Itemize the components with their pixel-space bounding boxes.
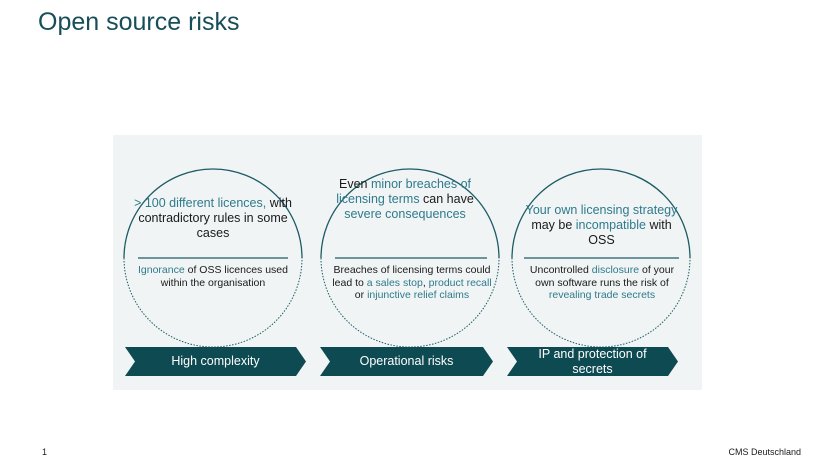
risks-panel: > 100 different licences, with contradic… [113, 135, 702, 390]
footer-text: CMS Deutschland [728, 447, 801, 457]
circle-3-bottom [511, 257, 691, 348]
circle-2-bottom [320, 257, 500, 348]
chevron-operational-risks: Operational risks [320, 347, 493, 376]
circle-1-bottom [123, 257, 303, 348]
col1-headline: > 100 different licences, with contradic… [133, 196, 293, 241]
highlighted-text: a sales stop [366, 276, 423, 289]
col2-headline: Even minor breaches of licensing terms c… [330, 177, 480, 222]
text-segment: of OSS licences used within the organisa… [160, 264, 288, 289]
text-segment: with OSS [588, 218, 672, 247]
circle-1-top [123, 168, 303, 259]
highlighted-text: product recall [428, 276, 492, 289]
text-segment: Breaches of licensing terms could lead t… [332, 264, 491, 289]
highlighted-text: Your own licensing strategy [525, 203, 678, 217]
text-segment: of your own software runs the risk of [535, 264, 675, 289]
text-segment: or [354, 289, 368, 301]
col3-detail: Uncontrolled disclosure of your own soft… [519, 264, 685, 302]
page-number: 1 [42, 447, 48, 457]
circle-2-top [320, 168, 500, 259]
text-segment: with contradictory rules in some cases [138, 196, 292, 240]
highlighted-text: Ignorance [137, 264, 185, 276]
highlighted-text: > 100 different licences, [134, 196, 267, 210]
text-segment: Even [338, 177, 371, 191]
circles-graphic [123, 168, 691, 348]
col2-detail: Breaches of licensing terms could lead t… [332, 264, 492, 302]
text-segment: can have [419, 192, 474, 206]
text-segment: , [422, 276, 429, 289]
chevron-high-complexity: High complexity [125, 347, 306, 376]
highlighted-text: revealing trade secrets [548, 289, 656, 301]
highlighted-text: severe consequences [344, 207, 466, 221]
highlighted-text: disclosure [591, 264, 640, 276]
highlighted-text: incompatible [575, 218, 646, 232]
chevron-ip-protection: IP and protection of secrets [507, 347, 678, 376]
col3-headline: Your own licensing strategy may be incom… [519, 203, 684, 248]
highlighted-text: minor breaches of licensing terms [336, 177, 472, 206]
slide-title: Open source risks [38, 8, 240, 36]
text-segment: may be [531, 218, 576, 232]
circle-3-top [511, 168, 691, 259]
text-segment: Uncontrolled [529, 264, 592, 276]
col1-detail: Ignorance of OSS licences used within th… [133, 264, 293, 289]
highlighted-text: injunctive relief claims [367, 289, 470, 301]
